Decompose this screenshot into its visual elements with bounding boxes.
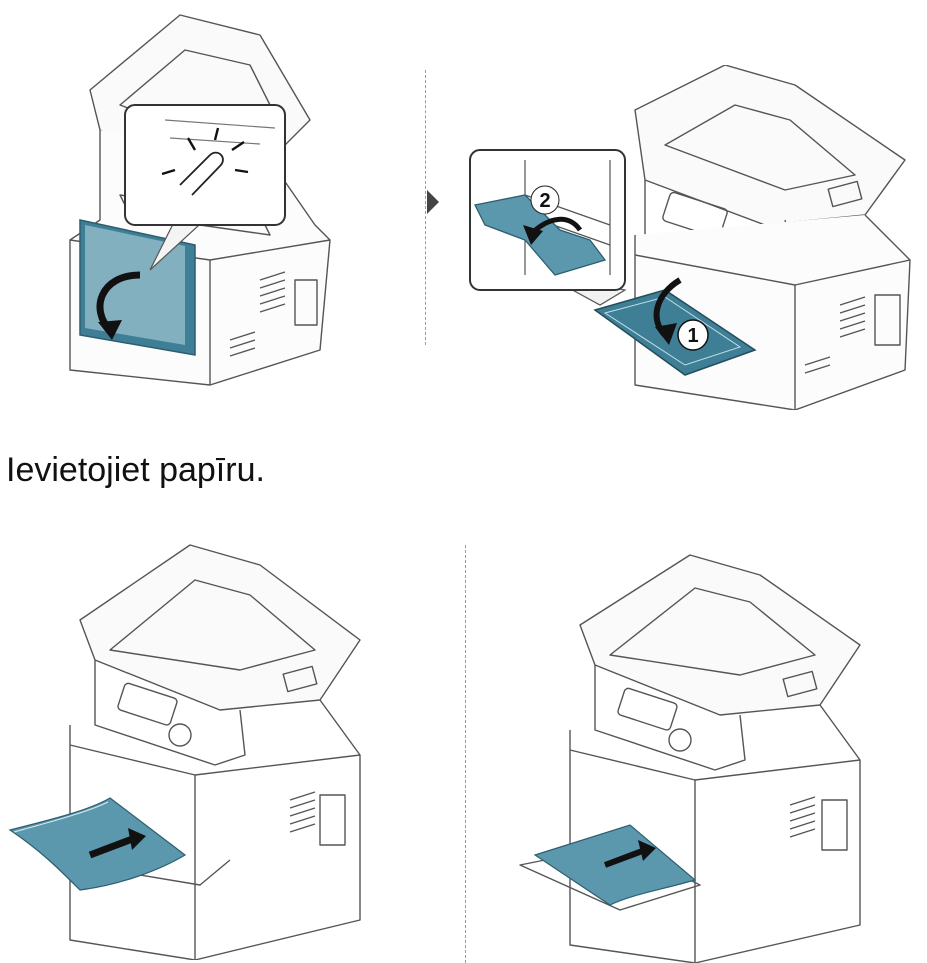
callout-zoom	[124, 104, 286, 271]
figure-insert-paper-right	[519, 554, 861, 963]
finger-press-icon	[179, 151, 224, 196]
step-arrow-icon	[427, 190, 439, 214]
divider-bottom	[465, 545, 466, 963]
figure-open-front-door	[69, 14, 331, 386]
figure-open-tray: 1 2	[469, 65, 911, 410]
insert-arrow-right	[603, 847, 647, 868]
instruction-caption: Ievietojiet papīru.	[6, 451, 265, 489]
figure-insert-paper-left	[8, 544, 361, 960]
insert-arrow	[88, 834, 137, 859]
mp-tray	[593, 289, 757, 376]
divider-top	[425, 70, 426, 345]
step-label-1: 1	[687, 325, 698, 347]
step-label-2: 2	[539, 190, 550, 212]
paper-sheet-loaded	[533, 824, 697, 906]
paper-sheet	[8, 797, 187, 891]
